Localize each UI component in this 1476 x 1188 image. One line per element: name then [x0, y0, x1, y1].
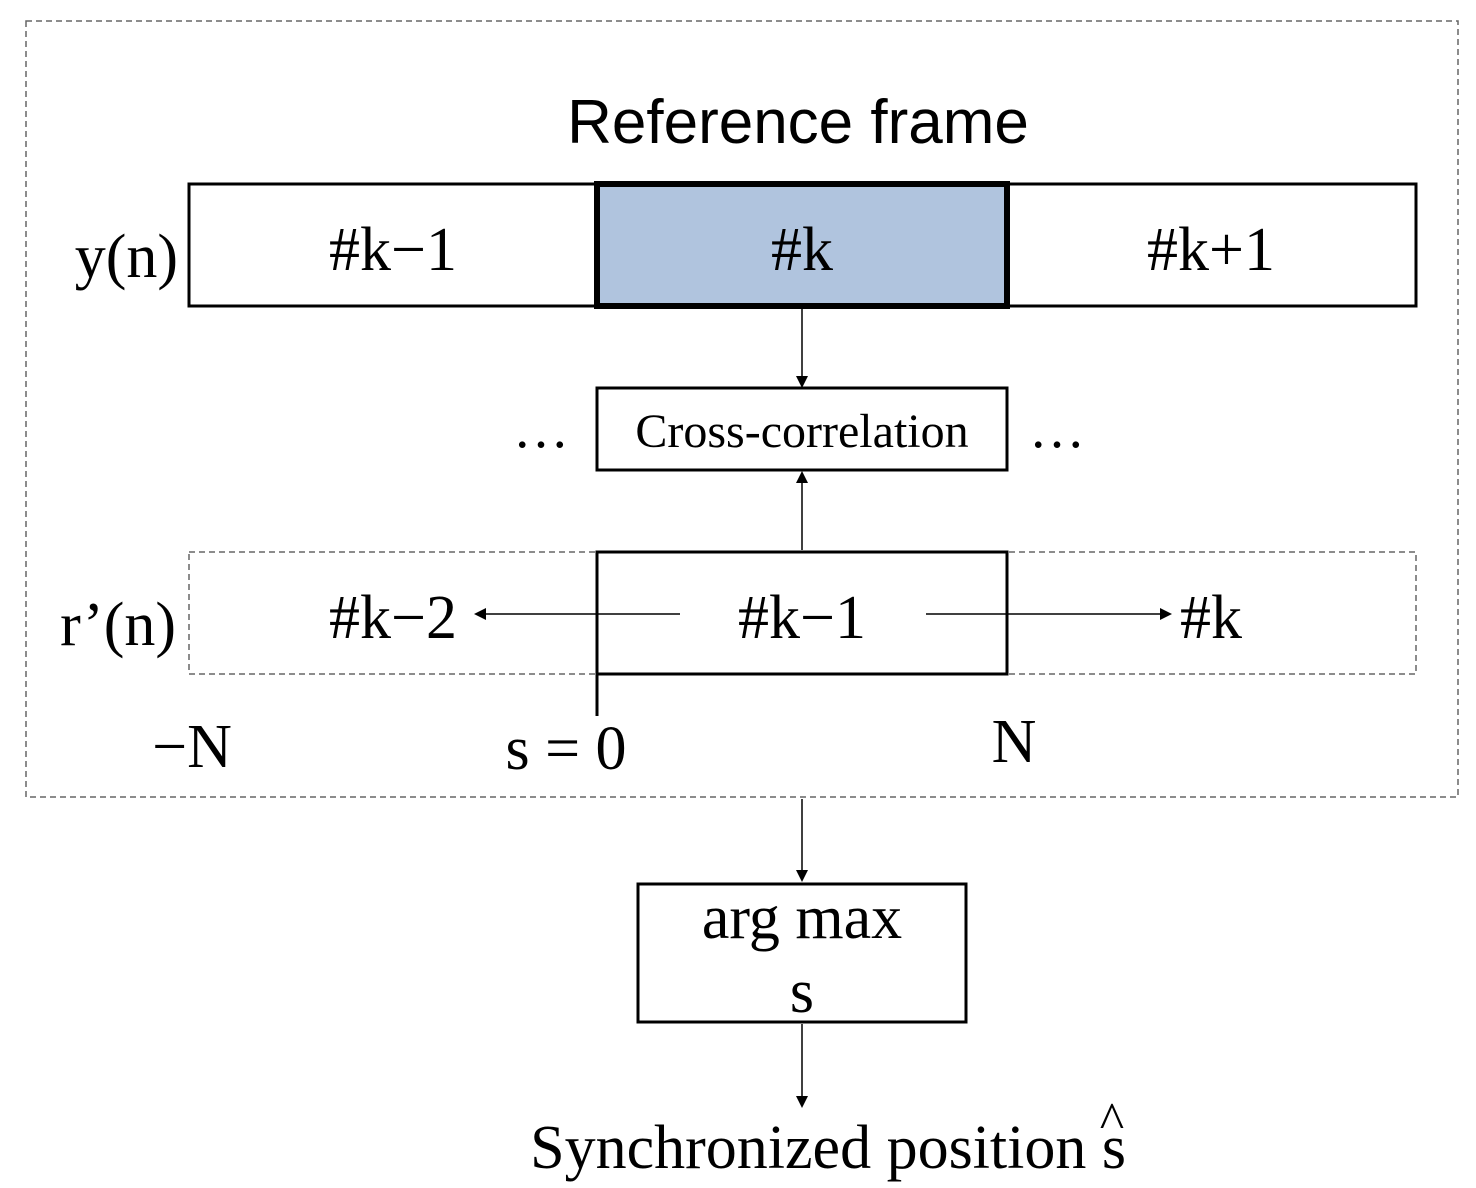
cross-correlation-box — [595, 386, 1009, 472]
argmax-subscript: s — [790, 958, 814, 1026]
cross-correlation-label: Cross-correlation — [635, 405, 968, 458]
y-frame-label: #k−1 — [329, 216, 457, 284]
output-hat: ^ — [1100, 1093, 1124, 1150]
y-frame-k-highlighted — [594, 181, 1010, 309]
r-signal-label: r’(n) — [60, 591, 176, 659]
r-frame-center — [595, 550, 1009, 676]
output-label: Synchronized position s — [530, 1114, 1126, 1182]
axis-neg-n: −N — [152, 713, 232, 781]
y-frame-label: #k+1 — [1147, 216, 1275, 284]
y-frame-label: #k — [771, 216, 833, 284]
y-signal-label: y(n) — [75, 223, 178, 291]
axis-zero: s = 0 — [505, 715, 626, 783]
argmax-label: arg max — [702, 884, 902, 952]
ellipsis-right: … — [1029, 398, 1085, 460]
ellipsis-left: … — [513, 398, 569, 460]
r-frame-left-label: #k−2 — [329, 584, 457, 652]
title: Reference frame — [567, 88, 1029, 157]
r-frame-center-label: #k−1 — [738, 584, 866, 652]
argmax-box — [636, 882, 968, 1024]
r-frame-right-label: #k — [1180, 584, 1242, 652]
reference-frame-region — [25, 20, 1459, 798]
y-frame-k-minus-1 — [1005, 182, 1418, 308]
axis-pos-n: N — [992, 708, 1037, 776]
